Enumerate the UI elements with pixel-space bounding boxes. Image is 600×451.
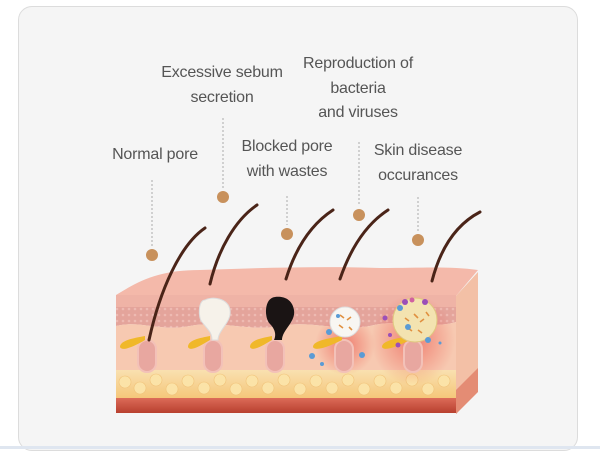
- follicles: [137, 339, 423, 373]
- label-line: Skin disease: [373, 142, 463, 159]
- label-reproduction: Reproduction of bacteria and viruses: [303, 52, 413, 126]
- marker-skin-disease: [412, 197, 424, 246]
- label-line: Excessive sebum: [161, 64, 283, 81]
- hairs: [147, 203, 482, 342]
- infected-pore: [392, 297, 438, 343]
- label-excessive-sebum: Excessive sebum secretion: [161, 61, 283, 110]
- sebaceous-glands: [120, 336, 410, 349]
- marker-normal-pore: [146, 180, 158, 261]
- bacteria-pore: [329, 306, 361, 338]
- skin-surface: [116, 267, 478, 296]
- blocked-pore: [265, 296, 295, 340]
- divider: [0, 446, 600, 449]
- label-blocked-pore: Blocked pore with wastes: [242, 135, 333, 184]
- label-line: with wastes: [246, 162, 328, 180]
- label-line: bacteria: [330, 79, 386, 97]
- label-line: Reproduction of: [303, 55, 413, 72]
- marker-blocked-pore: [281, 196, 293, 240]
- label-line: occurances: [378, 166, 458, 184]
- label-normal-pore: Normal pore: [112, 143, 198, 168]
- label-skin-disease: Skin disease occurances: [373, 139, 463, 188]
- sebum-pore: [198, 297, 231, 341]
- marker-excessive-sebum: [217, 118, 229, 203]
- bacteria: [338, 311, 430, 334]
- label-line: secretion: [190, 88, 254, 106]
- label-line: Blocked pore: [241, 138, 333, 155]
- label-line: Normal pore: [112, 146, 198, 163]
- label-line: and viruses: [318, 104, 398, 121]
- viruses: [309, 297, 442, 366]
- marker-reproduction: [353, 142, 365, 221]
- base-layer: [116, 398, 456, 413]
